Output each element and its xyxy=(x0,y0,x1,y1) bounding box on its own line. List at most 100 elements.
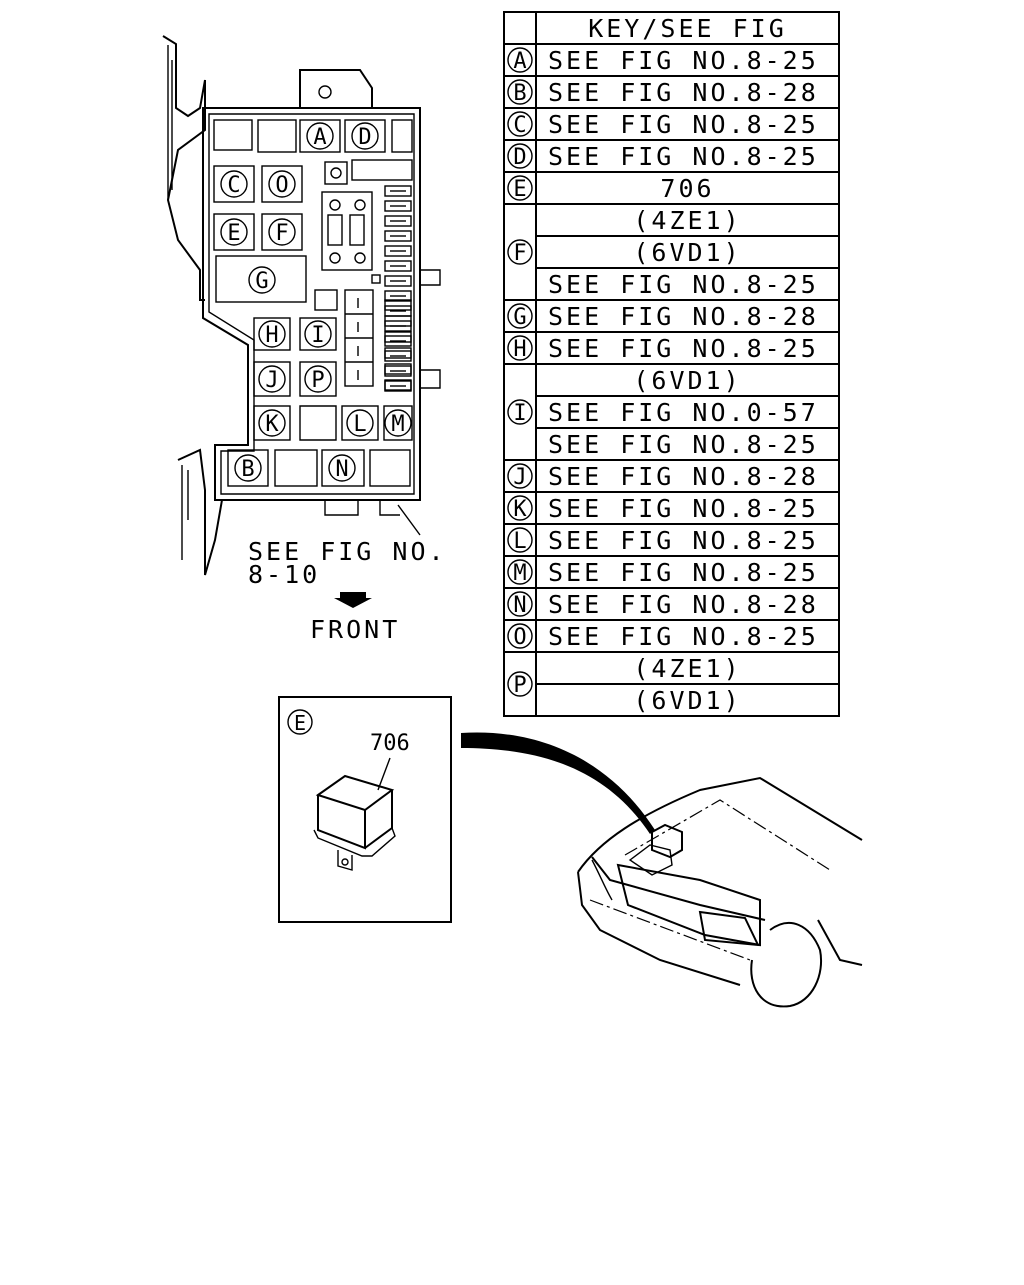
connector-bottom-2 xyxy=(274,449,318,487)
connector-l xyxy=(341,405,379,441)
connector-mid xyxy=(299,405,337,441)
fuse-box-key-circle xyxy=(248,266,276,294)
connector-top-2 xyxy=(257,119,297,153)
fender xyxy=(817,919,863,966)
fuse-box-key-letter: E xyxy=(227,221,240,246)
callout-leader xyxy=(397,504,421,536)
key-letter: K xyxy=(513,497,527,522)
fuse-box-key-circle xyxy=(268,218,296,246)
top-tab-hole xyxy=(318,85,332,99)
fuse-slot xyxy=(384,200,412,212)
connector-m xyxy=(383,405,413,441)
key-table-value: (6VD1) xyxy=(633,238,741,267)
fuse-box-key-circle xyxy=(220,170,248,198)
fuse-slot xyxy=(384,185,412,197)
fuse-slot xyxy=(384,299,412,311)
fuse-box-key-circle xyxy=(328,454,356,482)
key-circle xyxy=(507,47,533,73)
key-letter: I xyxy=(513,401,526,426)
key-letter: M xyxy=(513,561,526,586)
headlight xyxy=(698,910,760,947)
mounted-relay xyxy=(651,823,683,859)
connector-top-5 xyxy=(391,119,413,153)
fuse-box-key-letter: L xyxy=(353,412,366,437)
connector-j xyxy=(253,361,291,397)
top-tab xyxy=(299,69,373,108)
detail-key-circle xyxy=(287,709,313,735)
connector-h xyxy=(253,317,291,351)
front-label: FRONT xyxy=(310,615,400,644)
key-letter: G xyxy=(513,305,526,330)
hood-centerline xyxy=(624,799,831,871)
fuse-box-key-letter: D xyxy=(358,125,371,150)
connector-top-1 xyxy=(213,119,253,151)
connector-i xyxy=(299,317,337,351)
connector-g xyxy=(215,255,307,303)
key-table-value: SEE FIG NO.8-25 xyxy=(548,558,819,587)
fuse-slot xyxy=(384,230,412,242)
fuse-box-key-letter: J xyxy=(265,368,278,393)
fuse-slot xyxy=(384,315,412,327)
key-table-value: SEE FIG NO.8-28 xyxy=(548,302,819,331)
fuse-box-key-letter: P xyxy=(311,368,324,393)
key-table-value: 706 xyxy=(660,174,714,203)
connector-bottom-4 xyxy=(369,449,411,487)
housing-inner xyxy=(208,113,415,495)
bottom-tabs xyxy=(324,500,400,516)
key-letter: B xyxy=(513,81,526,106)
fuse-box-key-circle xyxy=(258,365,286,393)
key-table-value: SEE FIG NO.8-25 xyxy=(548,142,819,171)
pointer-arrow xyxy=(461,732,655,834)
connector-o xyxy=(261,165,303,203)
fuse-box-key-circle xyxy=(304,365,332,393)
relay-left-face xyxy=(317,795,366,850)
left-bracket xyxy=(162,35,206,301)
detail-part-number: 706 xyxy=(370,731,410,756)
fuse-box-key-letter: K xyxy=(265,412,279,437)
fuse-box-key-circle xyxy=(234,454,262,482)
key-table-value: SEE FIG NO.8-25 xyxy=(548,270,819,299)
key-table-value: SEE FIG NO.8-28 xyxy=(548,78,819,107)
key-letter: P xyxy=(513,673,526,698)
value-cell xyxy=(535,683,840,717)
fuse-box-key-circle xyxy=(268,170,296,198)
key-table-value: SEE FIG NO.8-25 xyxy=(548,430,819,459)
connector-a xyxy=(299,119,341,153)
key-table-value: (4ZE1) xyxy=(633,206,741,235)
bumper xyxy=(577,871,741,986)
fuse-box-key-letter: O xyxy=(275,173,288,198)
connector-c xyxy=(213,165,255,203)
small-relay-dot xyxy=(330,167,342,179)
key-table-value: (6VD1) xyxy=(633,686,741,715)
key-letter: E xyxy=(513,177,526,202)
key-circle xyxy=(507,591,533,617)
key-circle xyxy=(507,175,533,201)
fuse-box-key-circle xyxy=(346,409,374,437)
relay-base xyxy=(313,827,396,857)
fuse-slot xyxy=(384,347,412,359)
relay-right-face xyxy=(364,790,393,849)
fuse-slot xyxy=(384,290,412,302)
key-letter: F xyxy=(513,241,526,266)
wheel xyxy=(750,921,823,1008)
key-circle xyxy=(507,239,533,265)
fuse-box-key-circle xyxy=(306,122,334,150)
fuse-box-key-circle xyxy=(351,122,379,150)
relay-bracket xyxy=(337,850,353,871)
fuse-box-key-letter: B xyxy=(241,457,254,482)
fuse-box-key-letter: C xyxy=(227,173,240,198)
key-circle xyxy=(507,559,533,585)
fuse-box-key-letter: M xyxy=(391,412,404,437)
key-table-value: SEE FIG NO.8-25 xyxy=(548,46,819,75)
relay-block xyxy=(321,191,373,271)
small-relay xyxy=(324,161,348,185)
detail-key-letter: E xyxy=(294,711,306,735)
front-arrow-icon xyxy=(334,592,372,608)
key-circle xyxy=(507,527,533,553)
key-letter: L xyxy=(513,529,526,554)
key-circle xyxy=(507,335,533,361)
lower-bracket xyxy=(177,448,223,576)
